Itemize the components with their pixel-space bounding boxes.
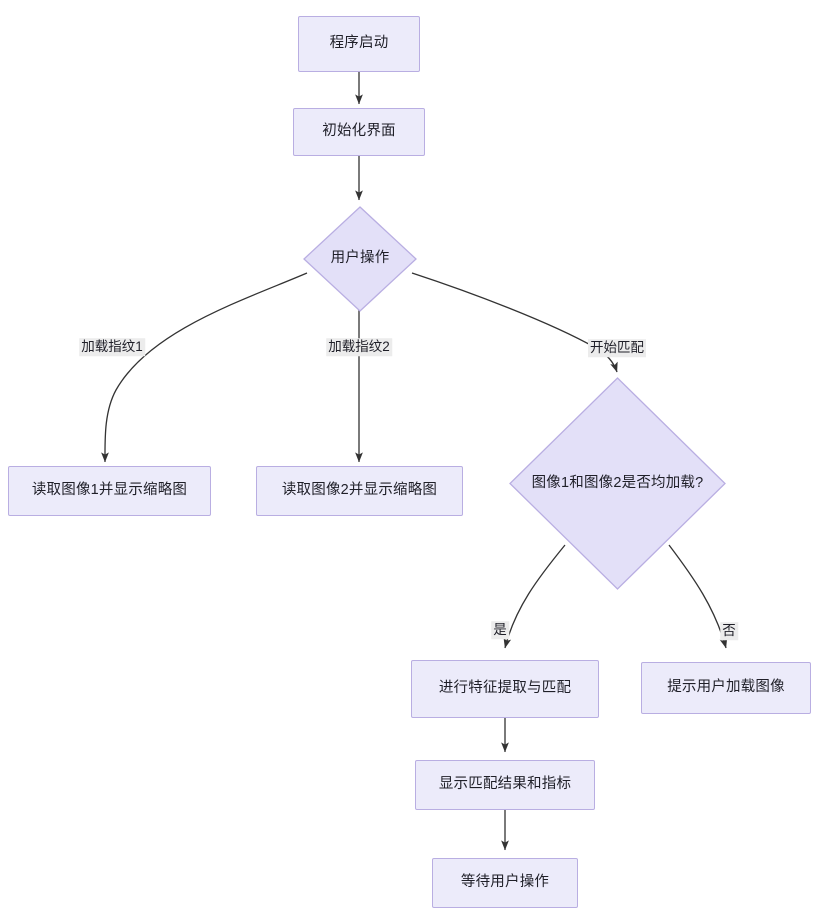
node-extract-label: 进行特征提取与匹配 bbox=[438, 680, 572, 697]
edge-user-action-to-read-img1 bbox=[101, 272, 308, 463]
node-both-loaded[interactable]: 图像1和图像2是否均加载? bbox=[509, 377, 726, 590]
node-init[interactable]: 初始化界面 bbox=[293, 108, 425, 156]
node-show-result-label: 显示匹配结果和指标 bbox=[438, 776, 572, 793]
node-read-img1-label: 读取图像1并显示缩略图 bbox=[31, 482, 188, 499]
edge-label-no: 否 bbox=[720, 622, 738, 640]
edge-both-loaded-to-extract bbox=[503, 544, 566, 649]
edge-label-start-matching: 开始匹配 bbox=[588, 339, 646, 357]
node-both-loaded-shape bbox=[509, 377, 726, 590]
node-user-action-shape bbox=[303, 206, 417, 312]
node-prompt-load-label: 提示用户加载图像 bbox=[667, 679, 785, 696]
edge-label-load-fingerprint-1: 加载指纹1 bbox=[79, 338, 145, 356]
node-read-img2[interactable]: 读取图像2并显示缩略图 bbox=[256, 466, 463, 516]
node-user-action[interactable]: 用户操作 bbox=[303, 206, 417, 312]
node-extract[interactable]: 进行特征提取与匹配 bbox=[411, 660, 599, 718]
edge-label-yes: 是 bbox=[491, 621, 509, 639]
node-user-action-label: 用户操作 bbox=[330, 250, 390, 267]
node-start[interactable]: 程序启动 bbox=[298, 16, 420, 72]
node-start-label: 程序启动 bbox=[329, 35, 389, 52]
edge-label-load-fingerprint-2: 加载指纹2 bbox=[326, 338, 392, 356]
node-init-label: 初始化界面 bbox=[322, 123, 396, 140]
node-prompt-load[interactable]: 提示用户加载图像 bbox=[641, 662, 811, 714]
node-both-loaded-label: 图像1和图像2是否均加载? bbox=[531, 474, 704, 491]
node-wait-label: 等待用户操作 bbox=[460, 874, 550, 891]
node-read-img2-label: 读取图像2并显示缩略图 bbox=[281, 482, 438, 499]
node-wait[interactable]: 等待用户操作 bbox=[432, 858, 578, 908]
node-show-result[interactable]: 显示匹配结果和指标 bbox=[415, 760, 595, 810]
edge-user-action-to-both-loaded bbox=[411, 272, 618, 373]
node-read-img1[interactable]: 读取图像1并显示缩略图 bbox=[8, 466, 211, 516]
